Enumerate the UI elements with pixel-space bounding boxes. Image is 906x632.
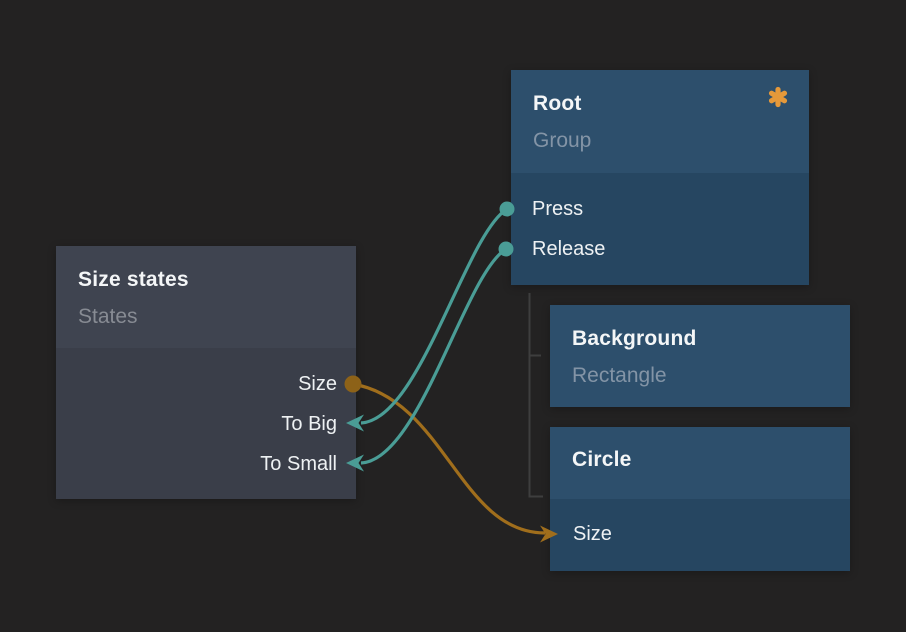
port-release-output[interactable]: Release (532, 237, 606, 260)
node-subtitle: States (78, 305, 138, 328)
node-subtitle: Rectangle (572, 364, 667, 387)
port-press-output[interactable]: Press (532, 197, 584, 220)
node-background[interactable]: Background Rectangle (550, 305, 850, 407)
wire-release-to-small[interactable] (360, 247, 507, 465)
node-size-states-body: Size To Big To Small (56, 348, 356, 499)
tree-connector-line (528, 293, 543, 498)
node-root-header: Root Group (511, 70, 809, 173)
node-root[interactable]: Root Group Press Release (511, 70, 809, 285)
node-title: Root (533, 92, 582, 115)
node-root-body: Press Release (511, 173, 809, 285)
node-circle-body: Size (550, 499, 850, 571)
port-size-output[interactable]: Size (298, 372, 337, 395)
node-title: Background (572, 327, 697, 350)
node-circle-header: Circle (550, 427, 850, 499)
node-title: Circle (572, 448, 632, 471)
asterisk-icon (768, 86, 788, 108)
node-size-states-header: Size states States (56, 246, 356, 348)
node-title: Size states (78, 268, 189, 291)
node-circle[interactable]: Circle Size (550, 427, 850, 571)
wire-press-to-big[interactable] (360, 207, 508, 425)
port-size-input[interactable]: Size (573, 522, 612, 545)
port-to-small-input[interactable]: To Small (260, 452, 337, 475)
node-size-states[interactable]: Size states States Size To Big To Small (56, 246, 356, 499)
node-subtitle: Group (533, 129, 592, 152)
port-to-big-input[interactable]: To Big (281, 412, 337, 435)
wire-size-to-circle-size[interactable] (352, 382, 546, 535)
